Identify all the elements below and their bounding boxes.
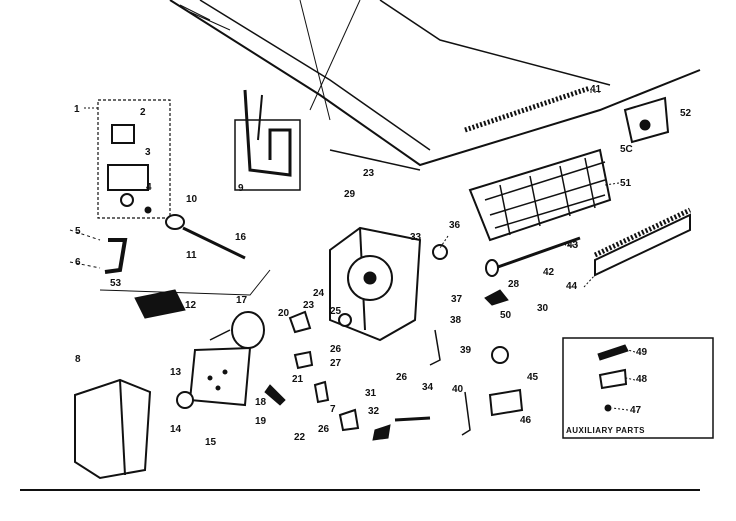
callout-6: 6	[75, 257, 81, 268]
callout-37: 37	[451, 294, 463, 305]
callout-8: 8	[75, 354, 81, 365]
thermostat-parts	[429, 244, 524, 436]
callout-labels: 1 2 3 4 5 6 8 9 10 11 12 13 14 15 16 17 …	[74, 84, 692, 448]
callout-29: 29	[344, 189, 356, 200]
callout-26-right: 26	[396, 372, 408, 383]
callout-3: 3	[145, 147, 151, 158]
callout-14: 14	[170, 424, 182, 435]
callout-31: 31	[365, 388, 377, 399]
callout-38: 38	[450, 315, 462, 326]
heater-bracket	[234, 89, 301, 191]
callout-22: 22	[294, 432, 306, 443]
callout-41: 41	[590, 84, 602, 95]
mounting-bracket-kit	[97, 99, 171, 219]
callout-50: 50	[500, 310, 512, 321]
ice-bin-housing	[74, 378, 152, 480]
callout-42: 42	[543, 267, 555, 278]
callout-44: 44	[566, 281, 578, 292]
drive-shaft	[485, 236, 581, 277]
callout-23-left: 23	[303, 300, 315, 311]
callout-23-top: 23	[363, 168, 375, 179]
callout-51: 51	[620, 178, 632, 189]
callout-52: 52	[680, 108, 692, 119]
fill-tube	[69, 214, 271, 296]
callout-26-bottom: 26	[318, 424, 330, 435]
timer-motor	[209, 311, 265, 349]
callout-17: 17	[236, 295, 248, 306]
motor-housing	[329, 226, 422, 342]
leader-lines	[84, 91, 636, 411]
callout-5: 5	[75, 226, 81, 237]
auxiliary-parts-title: AUXILIARY PARTS	[566, 426, 645, 435]
callout-25: 25	[330, 306, 342, 317]
callout-18: 18	[255, 397, 267, 408]
callout-12: 12	[185, 300, 197, 311]
auxiliary-parts-box: AUXILIARY PARTS	[562, 337, 714, 439]
control-plate	[188, 346, 252, 407]
callout-1: 1	[74, 104, 80, 115]
switch-parts	[264, 310, 431, 441]
callout-45: 45	[527, 372, 539, 383]
callout-13: 13	[170, 367, 182, 378]
ejector-comb	[464, 85, 591, 133]
callout-7: 7	[330, 404, 336, 415]
callout-27: 27	[330, 358, 342, 369]
callout-10: 10	[186, 194, 198, 205]
callout-34: 34	[422, 382, 434, 393]
callout-24: 24	[313, 288, 325, 299]
callout-4: 4	[146, 182, 152, 193]
ice-stripper	[593, 207, 692, 277]
callout-49: 49	[636, 347, 648, 358]
callout-48: 48	[636, 374, 648, 385]
callout-11: 11	[186, 250, 197, 261]
callout-30: 30	[537, 303, 549, 314]
callout-16: 16	[235, 232, 247, 243]
callout-47: 47	[630, 405, 642, 416]
callout-40: 40	[452, 384, 464, 395]
callout-21: 21	[292, 374, 304, 385]
callout-20: 20	[278, 308, 290, 319]
gear-13	[176, 391, 194, 409]
mold-cover	[623, 96, 670, 144]
callout-53: 53	[110, 278, 122, 289]
callout-26-center: 26	[330, 344, 342, 355]
callout-36: 36	[449, 220, 461, 231]
water-valve-plate	[134, 289, 186, 319]
callout-32: 32	[368, 406, 380, 417]
callout-9: 9	[238, 183, 244, 194]
cabinet-outline	[169, 0, 701, 171]
callout-15: 15	[205, 437, 217, 448]
callout-19: 19	[255, 416, 267, 427]
callout-28: 28	[508, 279, 520, 290]
callout-2: 2	[140, 107, 146, 118]
callout-39: 39	[460, 345, 472, 356]
callout-46: 46	[520, 415, 532, 426]
callout-5c: 5C	[620, 144, 633, 155]
ice-mold-tray	[468, 148, 612, 242]
callout-33: 33	[410, 232, 422, 243]
